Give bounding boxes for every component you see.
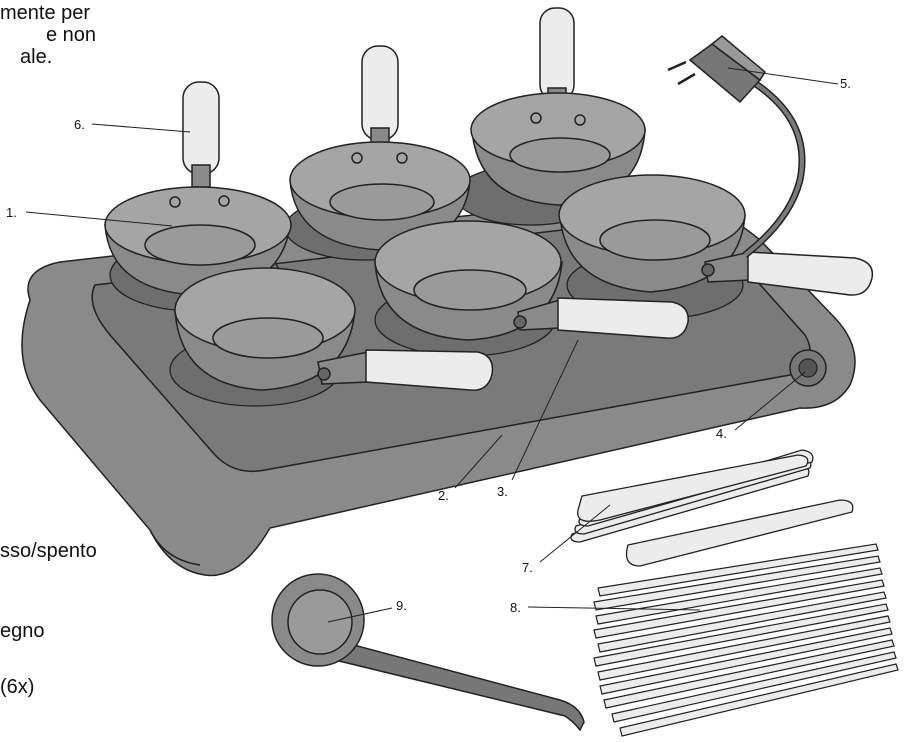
callout-3: 3. — [497, 484, 508, 499]
callout-7: 7. — [522, 560, 533, 575]
pan-right — [558, 174, 874, 296]
manual-text-line-1: mente per — [0, 2, 91, 24]
callout-2: 2. — [438, 488, 449, 503]
pan-back-left — [104, 81, 292, 296]
pan-back-middle — [289, 45, 471, 251]
callout-labels: 1. 2. 3. 4. 5. 6. 7. 8. 9. — [6, 76, 851, 615]
legend-fragment-wood: egno — [0, 620, 45, 642]
callout-4: 4. — [716, 426, 727, 441]
legend-fragment-switch: sso/spento — [0, 540, 97, 562]
manual-text-line-3: ale. — [20, 46, 53, 68]
callout-1: 1. — [6, 205, 17, 220]
callout-6: 6. — [74, 117, 85, 132]
callout-9: 9. — [396, 598, 407, 613]
power-plug — [667, 35, 766, 104]
legend-fragment-count: (6x) — [0, 676, 35, 698]
manual-text-line-2: e non — [46, 24, 97, 46]
ladle — [271, 573, 585, 732]
callout-8: 8. — [510, 600, 521, 615]
pan-front-middle — [374, 220, 689, 341]
pan-back-right — [470, 7, 646, 206]
chopsticks — [593, 543, 899, 737]
pan-front-left — [174, 267, 494, 391]
callout-leaders — [25, 67, 839, 623]
power-cord — [742, 74, 806, 258]
callout-5: 5. — [840, 76, 851, 91]
wooden-spatulas — [570, 449, 854, 567]
